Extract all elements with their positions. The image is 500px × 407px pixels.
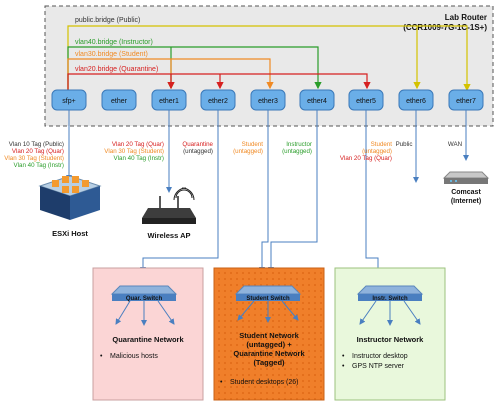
port-ether3[interactable]: ether3 [250, 89, 286, 111]
server-icon [38, 175, 102, 220]
quar-switch-label: Quar. Switch [126, 296, 163, 302]
svg-text:ether4: ether4 [307, 98, 327, 105]
svg-text:ether6: ether6 [406, 98, 426, 105]
instructor-item-1: Instructor desktop [352, 353, 408, 360]
bridge-quarantine: vlan20.bridge (Quarantine) [67, 66, 371, 90]
svg-text:Vlan 40 Tag (Instr): Vlan 40 Tag (Instr) [14, 162, 64, 169]
student-network-title-4: (Tagged) [253, 358, 285, 367]
ether1-vlan-labels: Vlan 20 Tag (Quar) Vlan 30 Tag (Student)… [104, 141, 164, 162]
quar-switch-icon: Quar. Switch [110, 285, 178, 302]
port-ether2[interactable]: ether2 [200, 89, 236, 111]
svg-text:ether: ether [111, 98, 128, 105]
ether6-label: Public [396, 141, 413, 148]
port-ether7[interactable]: ether7 [448, 89, 484, 111]
ether2-labels: Quarantine (untagged) [182, 141, 213, 155]
wireless-ap-label: Wireless AP [147, 231, 190, 240]
svg-text:•: • [100, 353, 103, 360]
svg-text:•: • [220, 379, 223, 386]
quarantine-network-panel: Quar. Switch Quarantine Network • Malici… [92, 267, 204, 401]
svg-text:Instructor: Instructor [286, 141, 312, 148]
svg-text:(untagged): (untagged) [362, 148, 392, 155]
ether4-labels: Instructor (untagged) [282, 141, 312, 155]
instructor-item-2: GPS NTP server [352, 363, 405, 370]
comcast-modem: Comcast (Internet) [442, 171, 490, 205]
instructor-network-panel: Instr. Switch Instructor Network • Instr… [334, 267, 446, 401]
svg-text:Vlan 30 Tag (Student): Vlan 30 Tag (Student) [104, 148, 164, 155]
svg-text:Vlan 20 Tag (Quar): Vlan 20 Tag (Quar) [340, 155, 392, 162]
svg-text:(untagged): (untagged) [233, 148, 263, 155]
svg-text:Quarantine: Quarantine [182, 141, 213, 148]
instr-switch-label: Instr. Switch [372, 296, 408, 302]
svg-text:Vlan 30 Tag (Student): Vlan 30 Tag (Student) [4, 155, 64, 162]
comcast-label: Comcast [451, 189, 481, 196]
router-model: (CCR1009-7G-1C-1S+) [403, 23, 487, 32]
svg-text:sfp+: sfp+ [62, 98, 75, 105]
student-switch-icon: Student Switch [234, 285, 302, 302]
quarantine-network-title: Quarantine Network [112, 335, 184, 344]
ether5-labels: Student (untagged) Vlan 20 Tag (Quar) [340, 141, 392, 162]
bridge-quarantine-label: vlan20.bridge (Quarantine) [75, 66, 158, 73]
esxi-label: ESXi Host [52, 229, 88, 238]
port-ether5[interactable]: ether5 [348, 89, 384, 111]
student-network-title-1: Student Network [239, 331, 299, 340]
access-point-icon [142, 196, 196, 224]
svg-text:•: • [342, 353, 345, 360]
port-sfp[interactable]: sfp+ [51, 89, 87, 111]
ether7-label: WAN [448, 141, 462, 148]
modem-icon [442, 171, 490, 184]
port-ether4[interactable]: ether4 [299, 89, 335, 111]
internet-label: (Internet) [451, 198, 481, 205]
router-ports: sfp+ ether ether1 ether2 ether3 ether4 e… [51, 89, 484, 111]
svg-text:ether7: ether7 [456, 98, 476, 105]
svg-text:Vlan 20 Tag (Quar): Vlan 20 Tag (Quar) [12, 148, 64, 155]
port-ether[interactable]: ether [101, 89, 137, 111]
ether3-labels: Student (untagged) [233, 141, 263, 155]
svg-text:ether5: ether5 [356, 98, 376, 105]
sfp-vlan-labels: Vlan 10 Tag (Public) Vlan 20 Tag (Quar) … [4, 141, 64, 169]
wireless-ap: Wireless AP [142, 187, 196, 240]
router-name: Lab Router [445, 13, 487, 22]
instructor-network-title: Instructor Network [357, 335, 425, 344]
student-switch-label: Student Switch [246, 296, 290, 302]
port-ether6[interactable]: ether6 [398, 89, 434, 111]
svg-text:•: • [342, 363, 345, 370]
svg-text:Vlan 10 Tag (Public): Vlan 10 Tag (Public) [9, 141, 64, 148]
student-network-panel: Student Switch Student Network (untagged… [213, 267, 325, 401]
wifi-icon [173, 187, 195, 201]
bridge-student-label: vlan30.bridge (Student) [75, 51, 148, 58]
svg-text:ether1: ether1 [159, 98, 179, 105]
student-network-title-2: (untagged) + [246, 340, 292, 349]
instr-switch-icon: Instr. Switch [356, 285, 424, 302]
svg-text:Vlan 40 Tag (Instr): Vlan 40 Tag (Instr) [114, 155, 164, 162]
svg-text:Vlan 20 Tag (Quar): Vlan 20 Tag (Quar) [112, 141, 164, 148]
downlinks [66, 110, 469, 281]
svg-text:ether2: ether2 [208, 98, 228, 105]
quarantine-item: Malicious hosts [110, 353, 158, 360]
bridge-instructor-label: vlan40.bridge (Instructor) [75, 39, 153, 46]
student-item: Student desktops (26) [230, 379, 299, 386]
esxi-host: ESXi Host [38, 175, 102, 238]
svg-text:Student: Student [371, 141, 393, 148]
svg-text:Student: Student [242, 141, 264, 148]
student-network-title-3: Quarantine Network [233, 349, 305, 358]
svg-text:(untagged): (untagged) [282, 148, 312, 155]
svg-text:(untagged): (untagged) [183, 148, 213, 155]
bridge-public-label: public.bridge (Public) [75, 17, 140, 24]
port-ether1[interactable]: ether1 [151, 89, 187, 111]
svg-text:ether3: ether3 [258, 98, 278, 105]
